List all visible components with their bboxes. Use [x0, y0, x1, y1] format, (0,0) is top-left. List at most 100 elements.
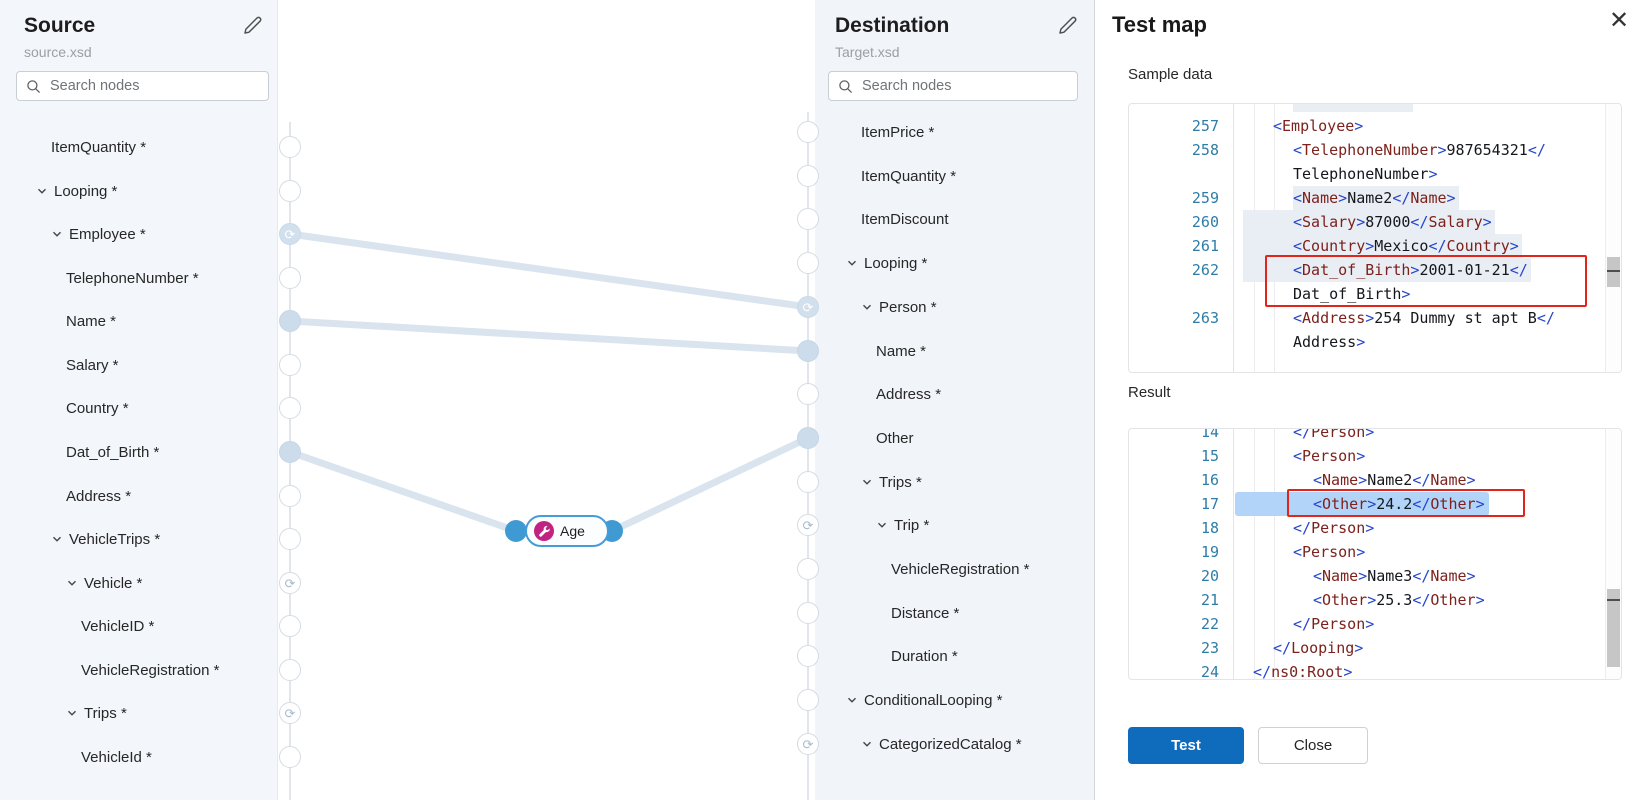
destination-repeating-port[interactable]: ⟳	[797, 514, 819, 536]
line-number: 14	[1200, 428, 1219, 441]
destination-tree-item-conditionallooping[interactable]: ConditionalLooping *	[846, 678, 1002, 722]
source-tree-item-vehicletrips[interactable]: VehicleTrips *	[51, 517, 160, 561]
source-search-input[interactable]	[48, 77, 253, 95]
source-tree-item-looping[interactable]: Looping *	[36, 169, 117, 213]
code-line: Address>	[1293, 333, 1366, 351]
source-connection-port[interactable]	[279, 136, 301, 158]
function-input-handle[interactable]	[505, 520, 527, 542]
tree-item-label: ItemPrice *	[861, 123, 935, 141]
destination-tree-item-itemprice[interactable]: ItemPrice *	[861, 110, 934, 154]
destination-connection-port[interactable]	[797, 558, 819, 580]
source-tree-item-itemquantity[interactable]: ItemQuantity *	[51, 125, 146, 169]
scrollbar[interactable]	[1605, 104, 1621, 372]
source-tree-item-country[interactable]: Country *	[66, 386, 129, 430]
destination-repeating-port[interactable]: ⟳	[797, 733, 819, 755]
connection-line[interactable]	[286, 317, 812, 355]
close-button[interactable]: Close	[1258, 727, 1368, 764]
source-tree-item-employee[interactable]: Employee *	[51, 212, 146, 256]
connection-line[interactable]	[286, 230, 812, 311]
source-repeating-port[interactable]: ⟳	[279, 702, 301, 724]
destination-connection-port[interactable]	[797, 383, 819, 405]
sample-data-editor[interactable]: 257<Employee>258<TelephoneNumber>9876543…	[1128, 103, 1622, 373]
destination-tree-item-trip[interactable]: Trip *	[876, 503, 929, 547]
tree-item-label: Country *	[66, 399, 129, 417]
chevron-down-icon[interactable]	[36, 185, 48, 197]
source-tree-item-vehicleregistration[interactable]: VehicleRegistration *	[81, 648, 219, 692]
scrollbar-thumb[interactable]	[1607, 589, 1620, 667]
destination-connection-port[interactable]	[797, 471, 819, 493]
destination-connection-port[interactable]	[797, 340, 819, 362]
destination-connection-port[interactable]	[797, 645, 819, 667]
destination-connection-port[interactable]	[797, 165, 819, 187]
source-tree-item-telephonenumber[interactable]: TelephoneNumber *	[66, 256, 199, 300]
source-connection-port[interactable]	[279, 528, 301, 550]
destination-tree-item-looping[interactable]: Looping *	[846, 241, 927, 285]
source-connection-port[interactable]	[279, 397, 301, 419]
destination-tree-item-distance[interactable]: Distance *	[891, 591, 959, 635]
source-connection-port[interactable]	[279, 485, 301, 507]
source-tree-item-vehicleid[interactable]: VehicleId *	[81, 735, 152, 779]
source-tree-item-vehicle[interactable]: Vehicle *	[66, 561, 142, 605]
code-line: TelephoneNumber>	[1293, 165, 1438, 183]
destination-connection-port[interactable]	[797, 427, 819, 449]
source-tree-item-name[interactable]: Name *	[66, 299, 116, 343]
destination-tree-item-duration[interactable]: Duration *	[891, 634, 958, 678]
edit-source-schema-icon[interactable]	[241, 15, 263, 37]
destination-tree-item-address[interactable]: Address *	[876, 372, 941, 416]
code-line: <Address>254 Dummy st apt B</	[1293, 309, 1555, 327]
chevron-down-icon[interactable]	[861, 476, 873, 488]
destination-tree-item-other[interactable]: Other	[876, 416, 914, 460]
result-editor[interactable]: 14</Person>15<Person>16<Name>Name2</Name…	[1128, 428, 1622, 680]
function-node-age[interactable]: Age	[525, 515, 609, 547]
destination-tree-item-trips[interactable]: Trips *	[861, 460, 922, 504]
tree-item-label: Trips *	[84, 704, 127, 722]
source-connection-port[interactable]	[279, 441, 301, 463]
destination-connection-port[interactable]	[797, 208, 819, 230]
chevron-down-icon[interactable]	[51, 228, 63, 240]
chevron-down-icon[interactable]	[846, 257, 858, 269]
destination-connection-port[interactable]	[797, 689, 819, 711]
source-connection-port[interactable]	[279, 615, 301, 637]
chevron-down-icon[interactable]	[66, 577, 78, 589]
source-connection-port[interactable]	[279, 310, 301, 332]
source-tree-item-vehicleid[interactable]: VehicleID *	[81, 604, 154, 648]
tree-item-label: TelephoneNumber *	[66, 269, 199, 287]
scrollbar[interactable]	[1605, 429, 1621, 679]
connection-line[interactable]	[608, 434, 812, 535]
source-connection-port[interactable]	[279, 746, 301, 768]
destination-search-input[interactable]	[860, 77, 1063, 95]
source-tree-item-dat-of-birth[interactable]: Dat_of_Birth *	[66, 430, 159, 474]
code-line: <Other>25.3</Other>	[1313, 591, 1485, 609]
source-connection-port[interactable]	[279, 354, 301, 376]
close-icon[interactable]: ✕	[1609, 7, 1630, 34]
source-tree-item-trips[interactable]: Trips *	[66, 691, 127, 735]
destination-tree-item-categorizedcatalog[interactable]: CategorizedCatalog *	[861, 722, 1022, 766]
test-button[interactable]: Test	[1128, 727, 1244, 764]
destination-tree-item-vehicleregistration[interactable]: VehicleRegistration *	[891, 547, 1029, 591]
code-line: </ns0:Root>	[1253, 663, 1353, 680]
chevron-down-icon[interactable]	[51, 533, 63, 545]
destination-connection-port[interactable]	[797, 602, 819, 624]
destination-tree-item-itemdiscount[interactable]: ItemDiscount	[861, 197, 949, 241]
source-tree-item-address[interactable]: Address *	[66, 474, 131, 518]
scrollbar-thumb[interactable]	[1607, 257, 1620, 287]
chevron-down-icon[interactable]	[876, 519, 888, 531]
source-connection-port[interactable]	[279, 267, 301, 289]
chevron-down-icon[interactable]	[861, 738, 873, 750]
chevron-down-icon[interactable]	[861, 301, 873, 313]
destination-connection-port[interactable]	[797, 252, 819, 274]
destination-repeating-port[interactable]: ⟳	[797, 296, 819, 318]
chevron-down-icon[interactable]	[66, 707, 78, 719]
source-repeating-port[interactable]: ⟳	[279, 223, 301, 245]
destination-tree-item-name[interactable]: Name *	[876, 329, 926, 373]
source-repeating-port[interactable]: ⟳	[279, 572, 301, 594]
source-connection-port[interactable]	[279, 659, 301, 681]
edit-destination-schema-icon[interactable]	[1056, 15, 1078, 37]
source-tree-item-salary[interactable]: Salary *	[66, 343, 119, 387]
chevron-down-icon[interactable]	[846, 694, 858, 706]
destination-connection-port[interactable]	[797, 121, 819, 143]
source-connection-port[interactable]	[279, 180, 301, 202]
connection-line[interactable]	[286, 448, 520, 535]
destination-tree-item-itemquantity[interactable]: ItemQuantity *	[861, 154, 956, 198]
destination-tree-item-person[interactable]: Person *	[861, 285, 937, 329]
